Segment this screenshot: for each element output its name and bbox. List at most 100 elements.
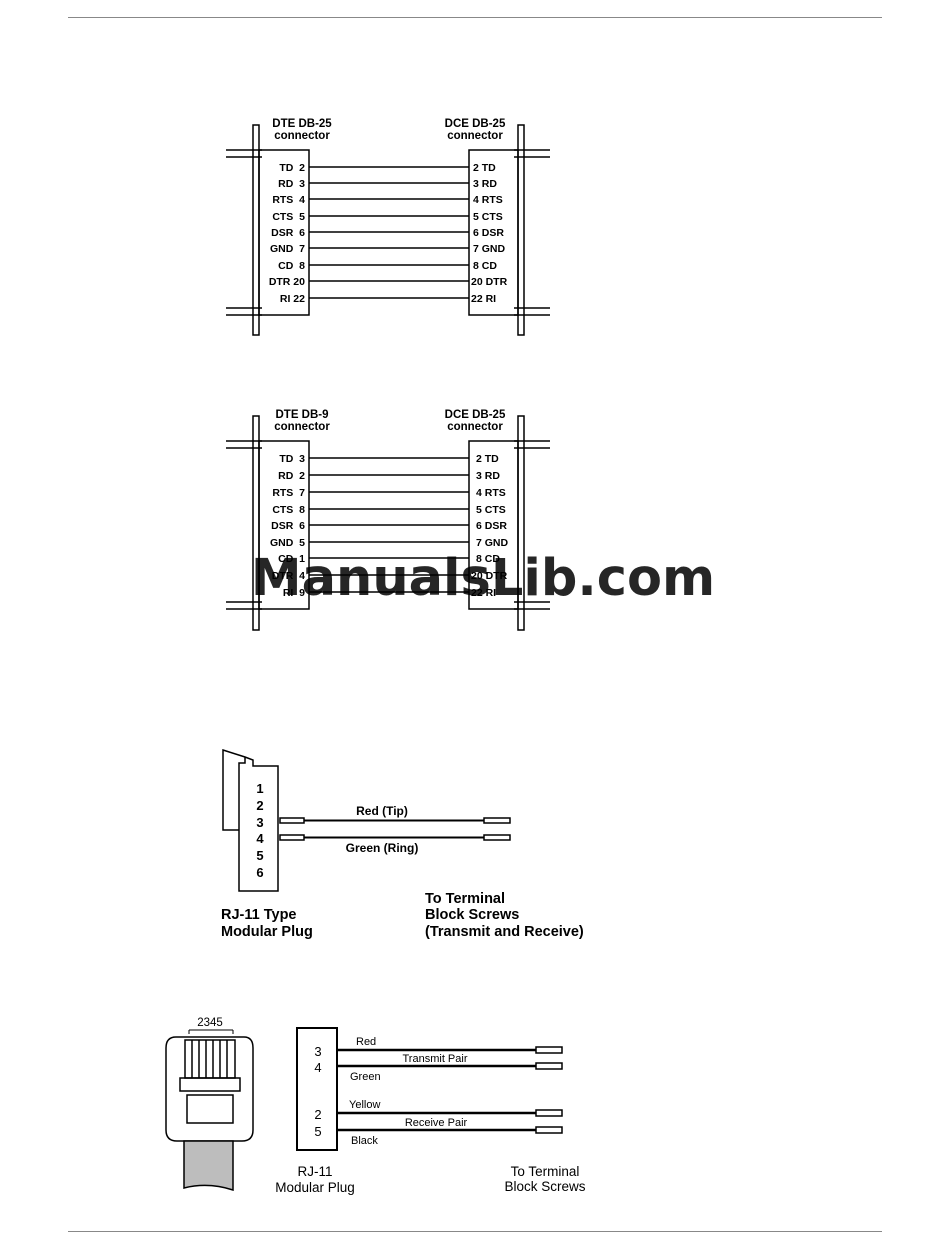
pin-number: 4 (314, 1060, 321, 1075)
dest-label-1: To Terminal (425, 891, 505, 907)
rj11-label-2: Modular Plug (275, 1180, 355, 1195)
dest-label-2: Block Screws (425, 907, 519, 923)
wire-label-receive-pair: Receive Pair (405, 1117, 468, 1129)
pin-number: 3 (256, 815, 263, 830)
pin-label: RTS 4 (272, 194, 305, 206)
d2-pin-rows: TD 3 2 TD RD 2 3 RD RTS 7 4 RTS CTS 8 5 … (270, 453, 509, 599)
rj11-plug-body (222, 748, 279, 892)
pin-label: 6 DSR (473, 227, 504, 239)
pin-number: 2 (314, 1107, 321, 1122)
pin-label: GND 5 (270, 537, 305, 549)
terminal-label-1: To Terminal (511, 1164, 580, 1179)
d1-left-header-2: connector (274, 130, 330, 142)
pin-row: DSR 6 6 DSR (271, 227, 504, 239)
wire-label-green-ring: Green (Ring) (346, 841, 419, 855)
wire-label-red-tip: Red (Tip) (356, 804, 408, 818)
pin-row: DTR 20 20 DTR (269, 276, 508, 288)
d1-right-header-1: DCE DB-25 (445, 118, 506, 130)
wire-label-red: Red (356, 1036, 376, 1048)
pin-label: 20 DTR (471, 570, 508, 582)
wire-label-yellow: Yellow (349, 1099, 380, 1111)
dest-label-3: (Transmit and Receive) (425, 924, 584, 940)
pin-row: RD 3 3 RD (278, 178, 497, 190)
db25-db25-diagram: DTE DB-25 connector DCE DB-25 connector … (226, 118, 550, 336)
pin-label: RI 9 (283, 587, 305, 599)
pin-row: RI 22 22 RI (280, 293, 496, 305)
rj11-plug-label-1: RJ-11 Type (221, 907, 297, 923)
pin-label: 4 RTS (473, 194, 503, 206)
pin-label: 5 CTS (473, 211, 503, 223)
pin-label: DTR 4 (272, 570, 305, 582)
pin-label: 22 RI (471, 587, 496, 599)
pin-label: 3 RD (473, 178, 497, 190)
pin-row: RTS 4 4 RTS (272, 194, 502, 206)
pin-label: RI 22 (280, 293, 305, 305)
pin-number: 6 (256, 865, 263, 880)
d2-left-header-2: connector (274, 421, 330, 433)
pin-label: DSR 6 (271, 227, 305, 239)
d2-right-header-2: connector (447, 421, 503, 433)
d1-pin-rows: TD 2 2 TD RD 3 3 RD RTS 4 4 RTS CTS 5 5 … (269, 162, 508, 305)
pin-label: 22 RI (471, 293, 496, 305)
pin-label: 5 CTS (476, 504, 506, 516)
pin-label: TD 3 (279, 453, 305, 465)
pin-label: 4 RTS (476, 487, 506, 499)
pin-label: 8 CD (473, 260, 497, 272)
d1-left-header-1: DTE DB-25 (272, 118, 332, 130)
jack-pin-numbers: 2345 (197, 1017, 223, 1029)
rj11-cable (183, 1140, 234, 1192)
pin-number: 2 (256, 798, 263, 813)
pin-label: 7 GND (473, 243, 506, 255)
db9-db25-diagram: DTE DB-9 connector DCE DB-25 connector T… (226, 409, 550, 631)
pin-row: RD 2 3 RD (278, 470, 500, 482)
pin-row: RTS 7 4 RTS (272, 487, 505, 499)
pin-row: GND 5 7 GND (270, 537, 509, 549)
pin-label: 6 DSR (476, 520, 507, 532)
rj11-plug-label-2: Modular Plug (221, 924, 313, 940)
wire-label-black: Black (351, 1135, 378, 1147)
pin-label: 8 CD (476, 553, 500, 565)
pin-label: 2 TD (473, 162, 496, 174)
rj11-wires (279, 817, 511, 841)
pin-block (296, 1027, 338, 1151)
pin-row: CTS 5 5 CTS (272, 211, 502, 223)
pin-label: RD 2 (278, 470, 305, 482)
pin-label: 7 GND (476, 537, 509, 549)
pin-row: TD 2 2 TD (279, 162, 496, 174)
pin-label: GND 7 (270, 243, 305, 255)
pin-number: 1 (256, 781, 263, 796)
pin-label: CD 8 (278, 260, 305, 272)
d2-right-header-1: DCE DB-25 (445, 409, 506, 421)
pin-number: 5 (314, 1124, 321, 1139)
terminal-label-2: Block Screws (504, 1179, 585, 1194)
pin-row: DTR 4 20 DTR (272, 570, 508, 582)
pin-number: 3 (314, 1044, 321, 1059)
pin-row: DSR 6 6 DSR (271, 520, 507, 532)
pin-row: RI 9 22 RI (283, 587, 496, 599)
pin-label: RTS 7 (272, 487, 305, 499)
pin-row: CD 8 8 CD (278, 260, 497, 272)
rj11-label-1: RJ-11 (297, 1164, 332, 1179)
d2-left-header-1: DTE DB-9 (275, 409, 328, 421)
pin-label: TD 2 (279, 162, 305, 174)
watermark: ManualsLib.com (251, 549, 715, 608)
d1-right-header-2: connector (447, 130, 503, 142)
pin-label: RD 3 (278, 178, 305, 190)
pin-row: GND 7 7 GND (270, 243, 506, 255)
pin-label: DSR 6 (271, 520, 305, 532)
pin-label: CTS 8 (272, 504, 305, 516)
pin-row: CD 1 8 CD (278, 553, 500, 565)
pair-wires (337, 1046, 563, 1134)
pin-label: CD 1 (278, 553, 305, 565)
wire-label-transmit-pair: Transmit Pair (403, 1053, 468, 1065)
pin-label: 2 TD (476, 453, 499, 465)
d1-dce-connector (468, 124, 550, 336)
pin-number: 5 (256, 848, 263, 863)
rj11-side-diagram: 1 2 3 4 5 6 Red (Tip) Green (Ring) RJ-11… (221, 748, 584, 940)
rj11-jack-front (165, 1029, 254, 1142)
rj11-pairs-diagram: 2345 3 4 2 5 (165, 1017, 586, 1195)
pin-number: 4 (256, 831, 264, 846)
pin-label: DTR 20 (269, 276, 305, 288)
pin-label: 3 RD (476, 470, 500, 482)
